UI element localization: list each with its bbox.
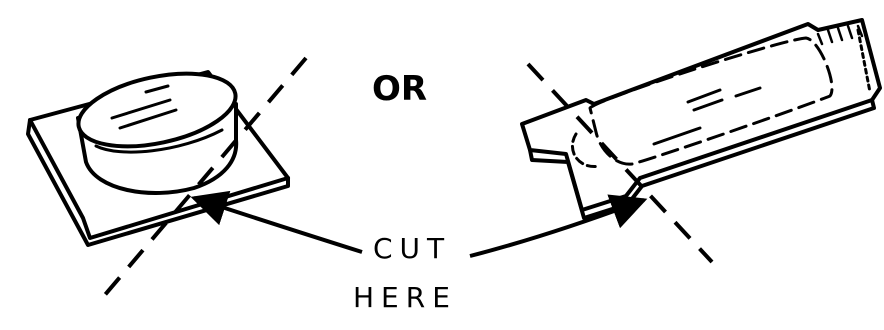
cut-callout-text: CUT bbox=[373, 235, 451, 263]
foil-packet-icon bbox=[522, 20, 880, 218]
left-arrow bbox=[194, 198, 362, 252]
right-arrow bbox=[470, 200, 644, 256]
here-callout-text: HERE bbox=[353, 284, 457, 312]
or-separator-text: OR bbox=[372, 72, 427, 106]
